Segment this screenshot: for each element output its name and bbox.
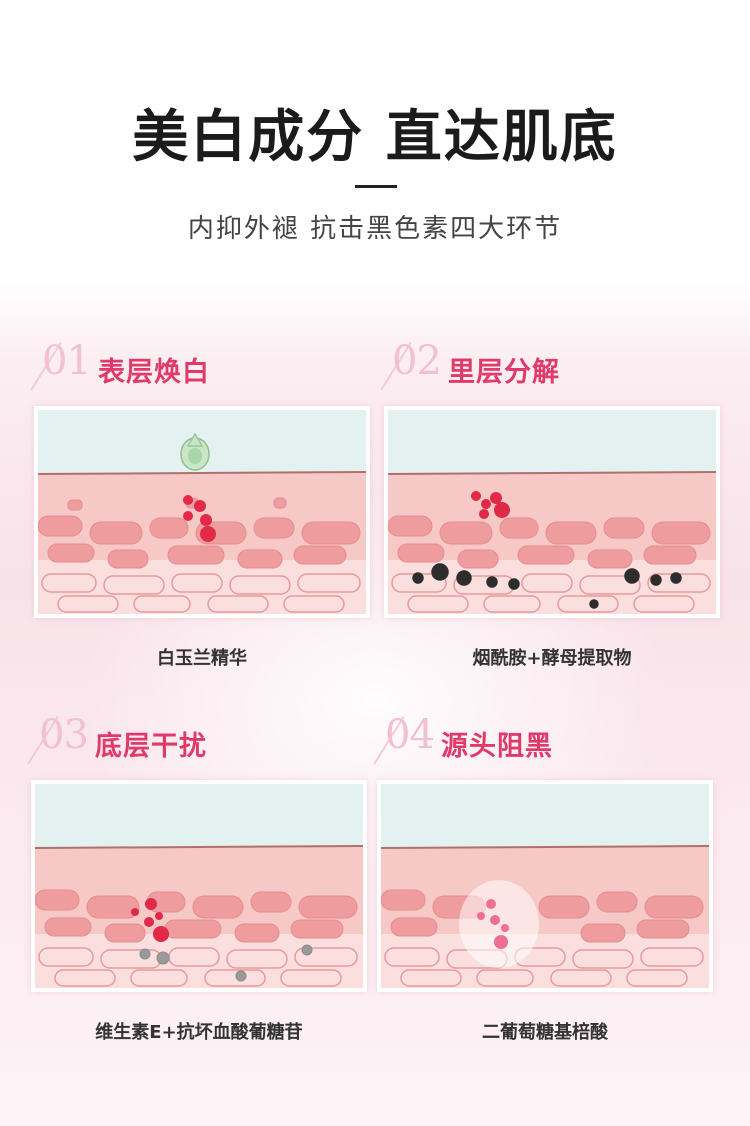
glow-highlight	[459, 880, 539, 968]
melanin-particles	[412, 563, 682, 609]
skin-illustration	[31, 780, 367, 992]
skin-illustration	[384, 406, 720, 618]
panel-caption: 烟酰胺+酵母提取物	[472, 648, 632, 669]
skin-layer-svg	[381, 784, 709, 988]
faded-melanin-particles	[139, 944, 313, 982]
skin-layer-svg	[35, 784, 363, 988]
panel-caption: 白玉兰精华	[157, 648, 247, 669]
panel-caption: 维生素E+抗坏血酸葡糖苷	[95, 1022, 303, 1043]
skin-illustration	[34, 406, 370, 618]
panel-heading: 表层焕白	[98, 357, 210, 388]
panel-heading: 里层分解	[448, 357, 560, 388]
panel-caption: 二葡萄糖基棓酸	[482, 1022, 608, 1043]
serum-droplet-icon	[180, 432, 210, 471]
page-title: 美白成分 直达肌底	[132, 105, 618, 170]
skin-layer-svg	[38, 410, 366, 614]
title-divider	[355, 185, 397, 188]
panel-heading: 底层干扰	[95, 731, 207, 762]
panel-heading: 源头阻黑	[441, 731, 553, 762]
page-subtitle: 内抑外褪 抗击黑色素四大环节	[187, 214, 563, 244]
skin-layer-svg	[388, 410, 716, 614]
skin-illustration	[377, 780, 713, 992]
header: 美白成分 直达肌底 内抑外褪 抗击黑色素四大环节	[0, 0, 750, 280]
